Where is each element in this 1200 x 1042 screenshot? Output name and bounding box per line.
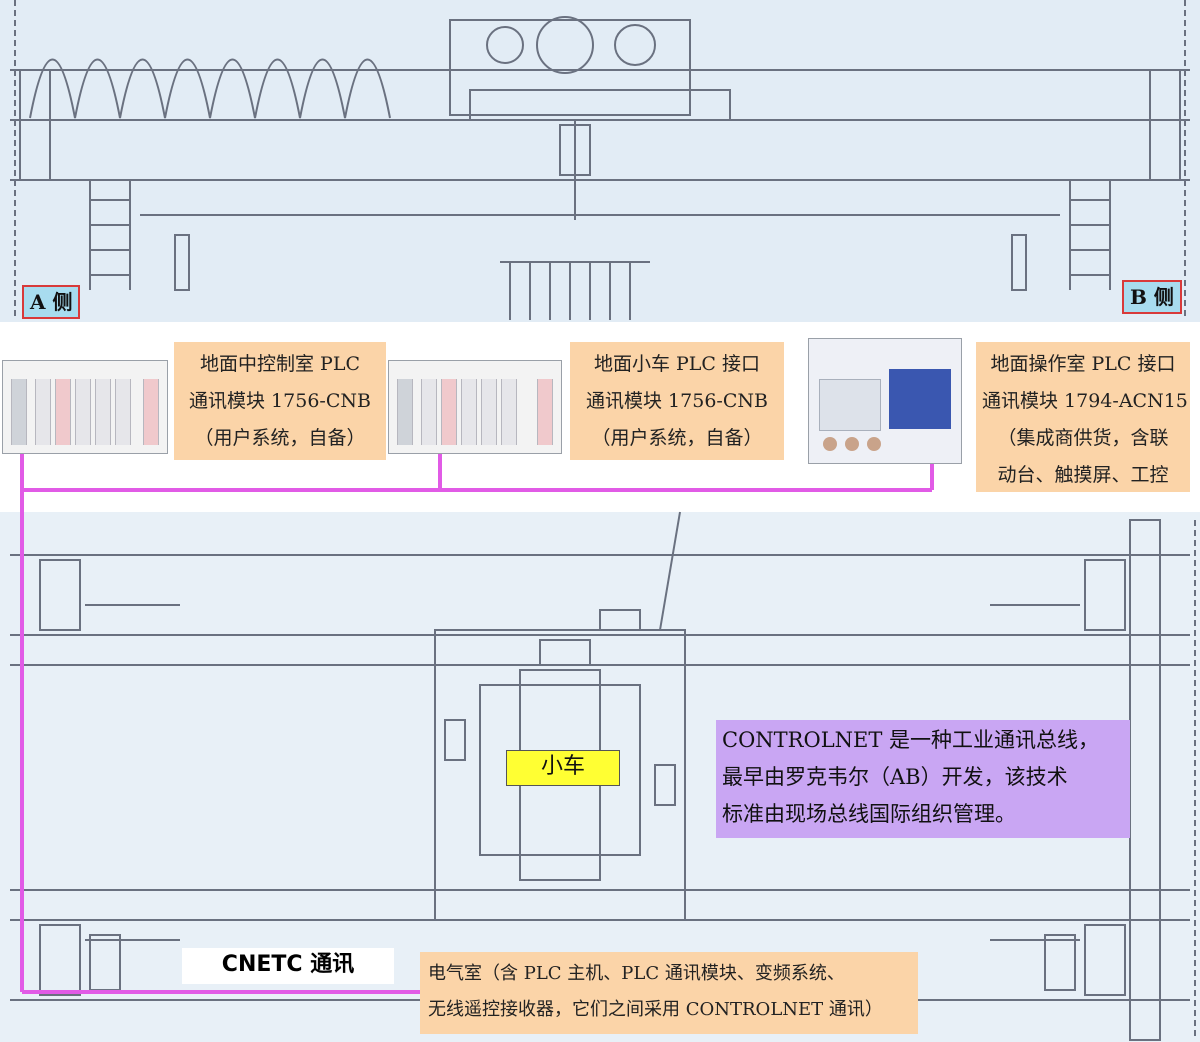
flex-io-adapter-image xyxy=(808,338,962,464)
cnetc-bus-label: CNETC 通讯 xyxy=(182,948,394,984)
label-line: 通讯模块 1794-ACN15 xyxy=(982,390,1188,412)
note-line: 最早由罗克韦尔（AB）开发，该技术 xyxy=(722,765,1068,789)
label-line: 地面操作室 PLC 接口 xyxy=(990,353,1176,375)
label-line: 电气室（含 PLC 主机、PLC 通讯模块、变频系统、 xyxy=(428,963,845,984)
label-line: （集成商供货，含联 xyxy=(997,427,1169,449)
label-line: 通讯模块 1756-CNB xyxy=(586,390,768,412)
ground-trolley-plc-label: 地面小车 PLC 接口 通讯模块 1756-CNB （用户系统，自备） xyxy=(570,342,784,460)
controlnet-bus xyxy=(20,450,934,994)
label-line: 通讯模块 1756-CNB xyxy=(189,390,371,412)
note-line: CONTROLNET 是一种工业通讯总线， xyxy=(722,728,1100,752)
label-line: 动台、触摸屏、工控 xyxy=(997,464,1169,486)
ground-operation-room-plc-label: 地面操作室 PLC 接口 通讯模块 1794-ACN15 （集成商供货，含联 动… xyxy=(976,342,1190,492)
label-line: 地面小车 PLC 接口 xyxy=(593,353,761,375)
label-line: （用户系统，自备） xyxy=(591,427,763,449)
a-side-label: A 侧 xyxy=(22,285,81,319)
label-line: （用户系统，自备） xyxy=(194,427,366,449)
electrical-room-label: 电气室（含 PLC 主机、PLC 通讯模块、变频系统、 无线遥控接收器，它们之间… xyxy=(420,952,918,1034)
ground-control-room-plc-label: 地面中控制室 PLC 通讯模块 1756-CNB （用户系统，自备） xyxy=(174,342,386,460)
plc-chassis-image-1 xyxy=(2,360,168,454)
b-side-label: B 侧 xyxy=(1122,280,1182,314)
controlnet-note: CONTROLNET 是一种工业通讯总线， 最早由罗克韦尔（AB）开发，该技术 … xyxy=(716,720,1130,838)
label-line: 地面中控制室 PLC xyxy=(200,353,360,375)
plc-chassis-image-2 xyxy=(388,360,562,454)
note-line: 标准由现场总线国际组织管理。 xyxy=(722,802,1016,826)
label-line: 无线遥控接收器，它们之间采用 CONTROLNET 通讯） xyxy=(428,999,883,1020)
trolley-label: 小车 xyxy=(506,750,620,786)
crane-elevation-drawing xyxy=(0,0,1200,322)
